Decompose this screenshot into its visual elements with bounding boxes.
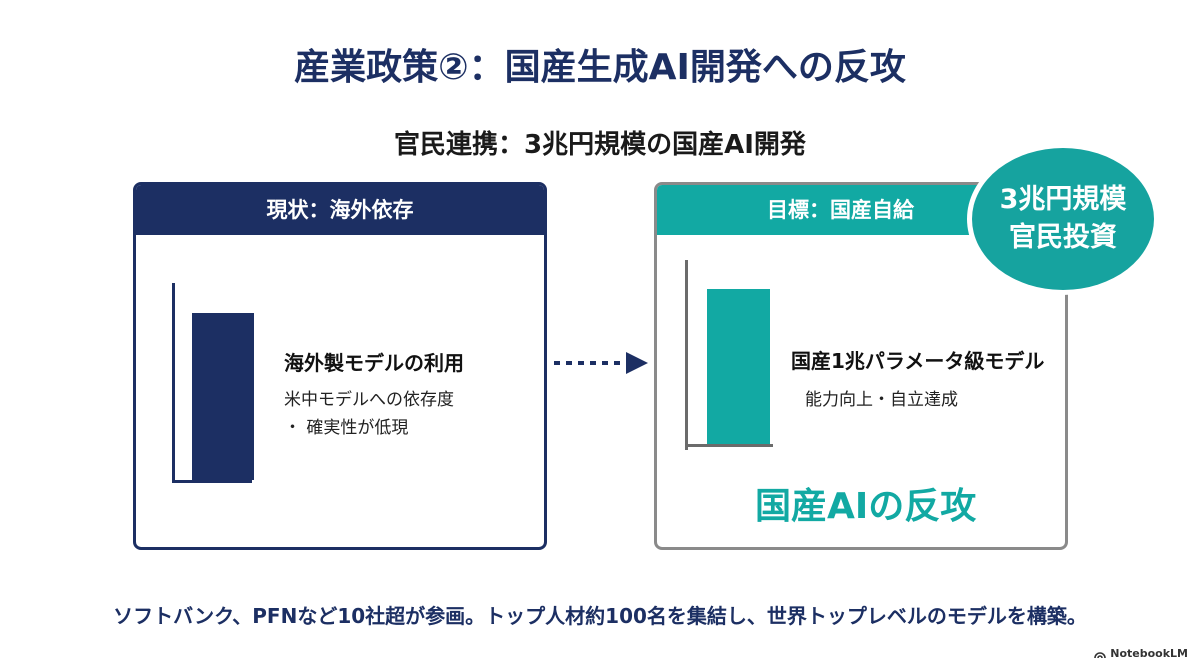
left-chart-axis-horizontal <box>172 480 252 483</box>
dotted-arrow-icon <box>554 352 648 374</box>
left-chart-bar <box>192 313 254 480</box>
current-state-panel: 現状：海外依存 海外製モデルの利用 米中モデルへの依存度 ・ 確実性が低現 <box>133 182 547 550</box>
slide-subtitle: 官民連携：3兆円規模の国産AI開発 <box>394 130 806 160</box>
right-chart-axis-horizontal <box>685 444 773 447</box>
slide-title: 産業政策②：国産生成AI開発への反攻 <box>294 47 906 88</box>
notebooklm-logo-icon <box>1094 651 1107 658</box>
right-slogan: 国産AIの反攻 <box>755 486 977 527</box>
brand-name: NotebookLM <box>1110 647 1188 660</box>
brand-watermark: NotebookLM <box>1094 647 1188 660</box>
left-item-sub-1: 米中モデルへの依存度 <box>284 390 454 410</box>
right-item-title: 国産1兆パラメータ級モデル <box>791 349 1045 373</box>
investment-badge: 3兆円規模 官民投資 <box>972 148 1154 290</box>
badge-line-1: 3兆円規模 <box>999 184 1127 215</box>
current-state-header: 現状：海外依存 <box>136 185 544 235</box>
badge-line-2: 官民投資 <box>1009 222 1117 253</box>
right-item-sub-1: 能力向上・自立達成 <box>805 390 958 410</box>
left-chart-axis-vertical <box>172 283 175 483</box>
left-item-title: 海外製モデルの利用 <box>284 351 464 375</box>
right-chart-bar <box>707 289 770 444</box>
right-chart-axis-vertical <box>685 260 688 450</box>
left-item-sub-2: ・ 確実性が低現 <box>284 418 409 438</box>
bottom-summary: ソフトバンク、PFNなど10社超が参画。トップ人材約100名を集結し、世界トップ… <box>113 604 1087 628</box>
